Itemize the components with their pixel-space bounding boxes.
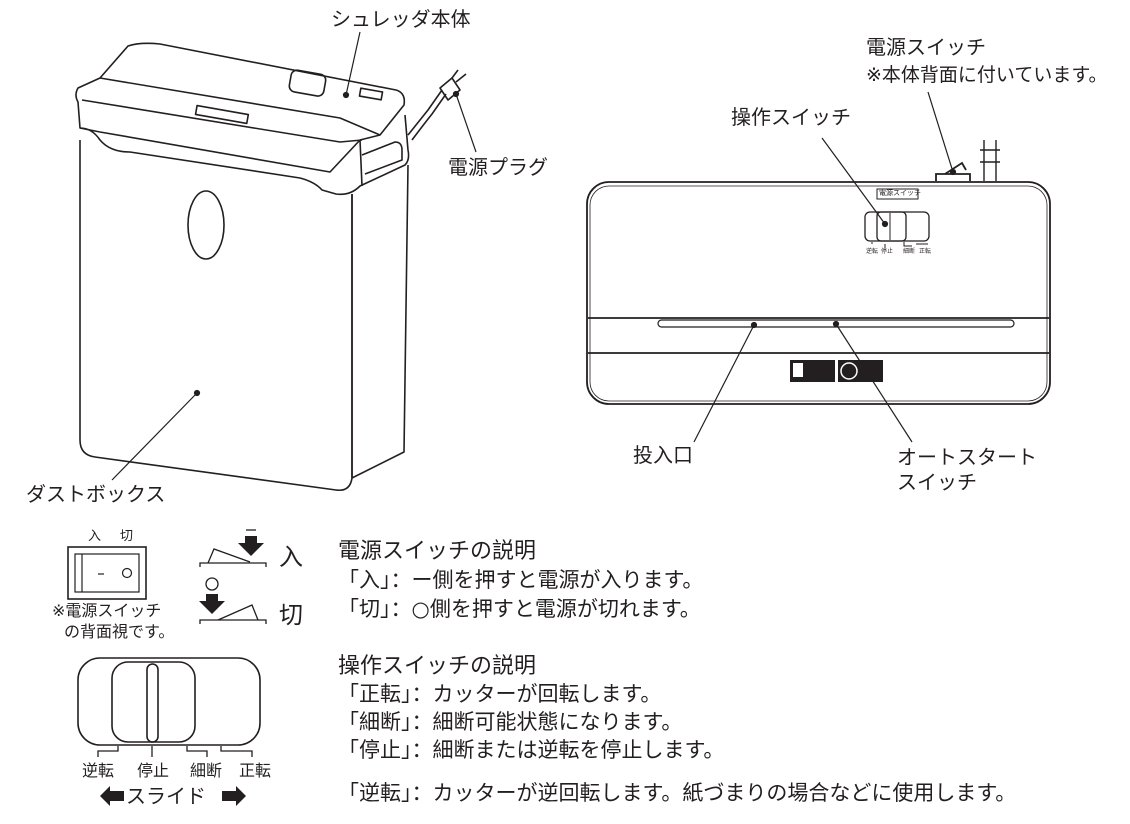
top-view-stickers <box>790 360 883 382</box>
panel-pos-reverse: 逆転 <box>866 248 879 255</box>
slide-pos-stop: 停止 <box>137 761 170 780</box>
label-power-switch: 電源スイッチ <box>866 35 986 59</box>
rocker-on-side: 入 <box>279 543 303 571</box>
panel-pos-shred: 細断 <box>903 248 916 255</box>
power-explanation-title: 電源スイッチの説明 <box>338 539 537 564</box>
press-arrows <box>199 536 264 614</box>
operation-explanation-line: 「停止」：細断または逆転を停止します。 <box>338 740 724 761</box>
line-text: ：細断可能状態になります。 <box>411 710 683 734</box>
operation-explanation-line: 「逆転」：カッターが逆回転します。紙づまりの場合などに使用します。 <box>338 783 1016 804</box>
label-operation-switch: 操作スイッチ <box>731 105 851 129</box>
line-key: 「切」 <box>338 597 391 621</box>
label-dust-box: ダストボックス <box>26 482 166 506</box>
rocker-side-view <box>199 529 267 624</box>
label-power-plug: 電源プラグ <box>448 155 548 179</box>
leader-lines <box>111 31 957 481</box>
slide-label: スライド <box>126 784 206 808</box>
operation-explanation-title: 操作スイッチの説明 <box>338 654 537 679</box>
line-text: ：細断または逆転を停止します。 <box>411 738 725 762</box>
power-explanation-line: 「切」：○側を押すと電源が切れます。 <box>338 599 701 620</box>
slide-switch-diagram <box>77 657 261 757</box>
line-text: ：カッターが逆回転します。紙づまりの場合などに使用します。 <box>411 781 1017 805</box>
line-key: 「逆転」 <box>338 781 412 805</box>
line-key: 「細断」 <box>338 710 412 734</box>
label-auto-start-1: オートスタート <box>897 445 1037 469</box>
shredder-perspective-drawing <box>75 42 467 492</box>
operation-explanation-line: 「正転」：カッターが回転します。 <box>338 684 661 705</box>
line-text: ：ー側を押すと電源が入ります。 <box>390 568 704 592</box>
slide-arrows <box>100 786 246 806</box>
rocker-note-1: ※電源スイッチ <box>52 601 162 620</box>
arrow-left-icon <box>100 786 124 806</box>
rocker-switch-back-view <box>67 546 147 600</box>
slide-pos-forward: 正転 <box>239 761 272 780</box>
line-text: ：○側を押すと電源が切れます。 <box>390 597 701 621</box>
line-key: 「正転」 <box>338 682 412 706</box>
rocker-off-side: 切 <box>279 601 303 629</box>
slide-pos-reverse: 逆転 <box>82 761 115 780</box>
rocker-off-label: 切 <box>120 529 134 544</box>
shredder-top-view-drawing <box>586 140 1051 405</box>
line-text: ：カッターが回転します。 <box>411 682 662 706</box>
label-insertion-slot: 投入口 <box>633 443 693 467</box>
panel-power-switch-tag: 電源スイッチ <box>879 189 921 197</box>
label-auto-start-2: スイッチ <box>897 470 977 494</box>
power-explanation-line: 「入」：ー側を押すと電源が入ります。 <box>338 570 703 591</box>
line-key: 「停止」 <box>338 738 412 762</box>
line-key: 「入」 <box>338 568 391 592</box>
panel-pos-stop: 停止 <box>881 248 894 255</box>
label-shredder-body: シュレッダ本体 <box>331 7 471 31</box>
slide-pos-shred: 細断 <box>190 761 223 780</box>
rocker-note-2: の背面視です。 <box>64 622 175 641</box>
panel-pos-forward: 正転 <box>919 248 932 255</box>
arrow-right-icon <box>222 786 246 806</box>
operation-explanation-line: 「細断」：細断可能状態になります。 <box>338 712 682 733</box>
rocker-on-label: 入 <box>88 529 102 544</box>
label-power-switch-note: ※本体背面に付いています。 <box>866 64 1108 86</box>
